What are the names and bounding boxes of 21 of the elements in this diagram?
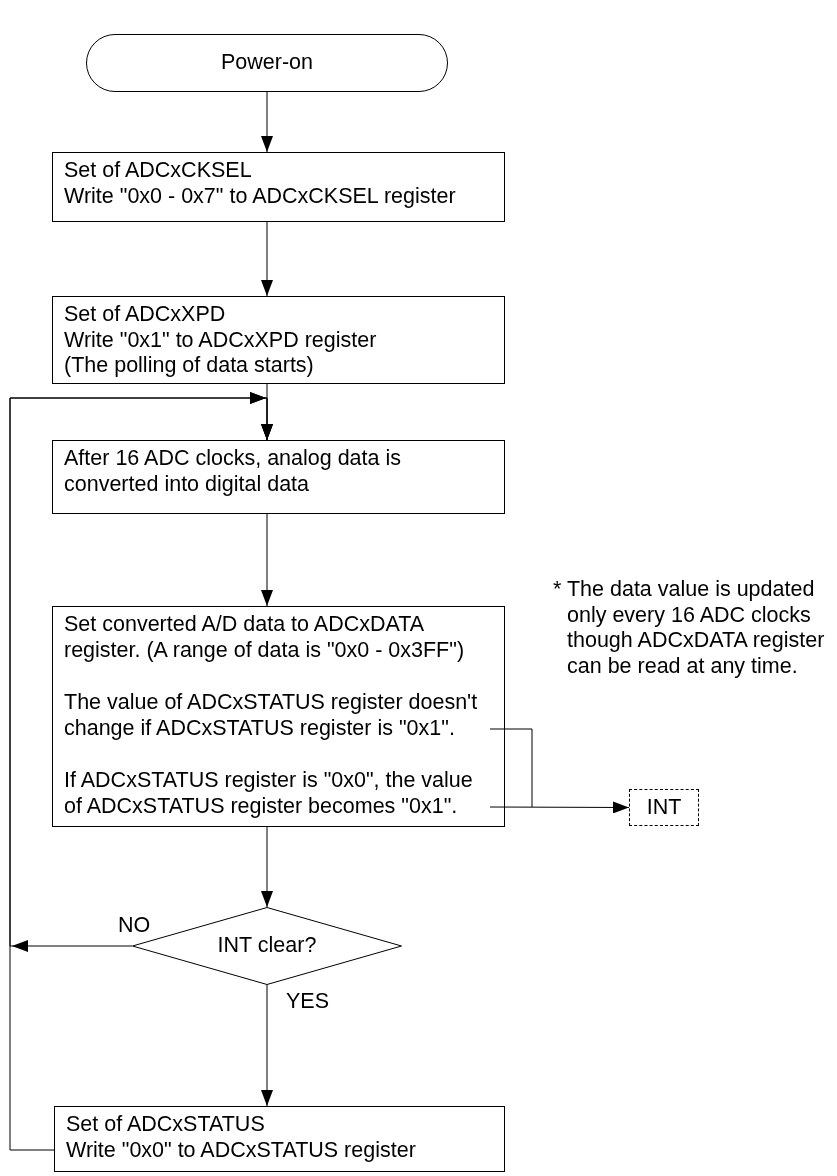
step-text: Set of ADCxXPD [64, 302, 227, 328]
step-text: Set converted A/D data to ADCxDATA register. (A range of data is "0x0 - 0x3FF") [64, 612, 466, 664]
footnote: * The data value is updated only every 16 ADC clocks though ADCxDATA register can be read at any time. [553, 577, 826, 680]
process-box [52, 440, 505, 514]
process-box [52, 606, 505, 827]
step-text: Power-on [221, 50, 313, 76]
step-text: Write "0x1" to ADCxXPD register [64, 327, 378, 354]
process-box [54, 1106, 505, 1172]
step-text: INT [646, 794, 682, 821]
process-box [52, 152, 505, 222]
step-text: Set of ADCxCKSEL [64, 158, 253, 184]
step-text: The value of ADCxSTATUS register doesn't change if ADCxSTATUS register is "0x1". [64, 690, 479, 742]
step-text: Write "0x0 - 0x7" to ADCxCKSEL register [64, 183, 457, 210]
interrupt-box [629, 789, 699, 826]
step-text: (The polling of data starts) [64, 353, 315, 379]
step-text: Write "0x0" to ADCxSTATUS register [66, 1137, 417, 1164]
process-box [52, 296, 505, 384]
step-text: INT clear? [217, 933, 317, 959]
step-text: If ADCxSTATUS register is "0x0", the value of ADCxSTATUS register becomes "0x1". [64, 768, 474, 820]
step-text: After 16 ADC clocks, analog data is converted into digital data [64, 446, 402, 498]
step-text: Set of ADCxSTATUS [66, 1112, 266, 1138]
